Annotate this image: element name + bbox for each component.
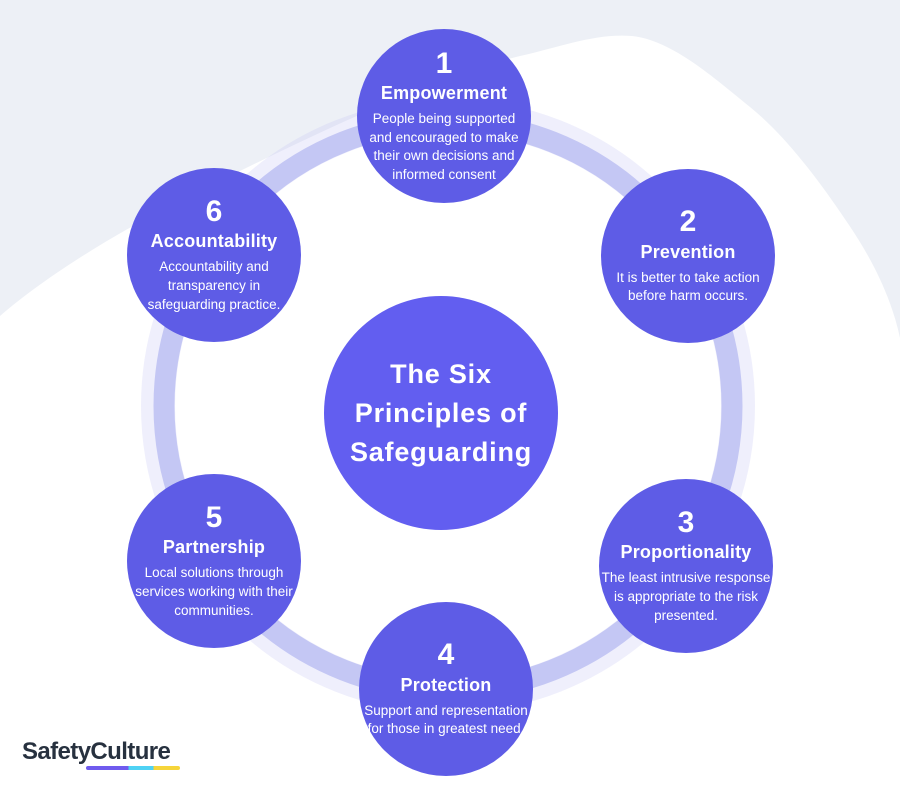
principle-circle-protection: 4 Protection Support and representation … [359,602,533,776]
principle-description: Accountability and transparency in safeg… [147,259,281,312]
principle-name: Prevention [640,241,736,262]
principle-circle-partnership: 5 Partnership Local solutions through se… [127,474,301,648]
principle-description: Local solutions through services working… [135,565,293,618]
principle-number: 3 [677,505,695,539]
safetyculture-logo-text: SafetyCulture [22,738,171,765]
principle-circle-proportionality: 3 Proportionality The least intrusive re… [599,479,773,653]
principle-name: Accountability [150,231,278,252]
principle-number: 4 [437,638,455,672]
logo-underline [86,766,180,770]
principle-description: Support and representation for those in … [364,702,528,737]
principle-description: People being supported and encouraged to… [369,111,519,182]
principle-circle-empowerment: 1 Empowerment People being supported and… [357,29,531,203]
principle-description: The least intrusive response is appropri… [601,570,771,623]
diagram-title-line: Safeguarding [349,436,533,467]
principle-number: 6 [205,194,223,228]
principle-name: Proportionality [620,542,752,563]
principle-name: Protection [400,674,492,695]
diagram-title-line: Principles of [354,397,528,428]
principle-description: It is better to take action before harm … [616,269,760,304]
principle-number: 1 [435,46,453,80]
principle-name: Partnership [162,537,266,558]
diagram-title-line: The Six [390,358,492,389]
principle-circle-prevention: 2 Prevention It is better to take action… [601,169,775,343]
principle-number: 5 [205,500,223,534]
background-blob-shape [0,0,900,338]
safetyculture-logo: SafetyCulture [22,738,202,774]
center-title-circle: The Six Principles of Safeguarding [324,296,558,530]
principle-number: 2 [679,205,697,239]
principle-circle-accountability: 6 Accountability Accountability and tran… [127,168,301,342]
principle-name: Empowerment [380,83,508,103]
